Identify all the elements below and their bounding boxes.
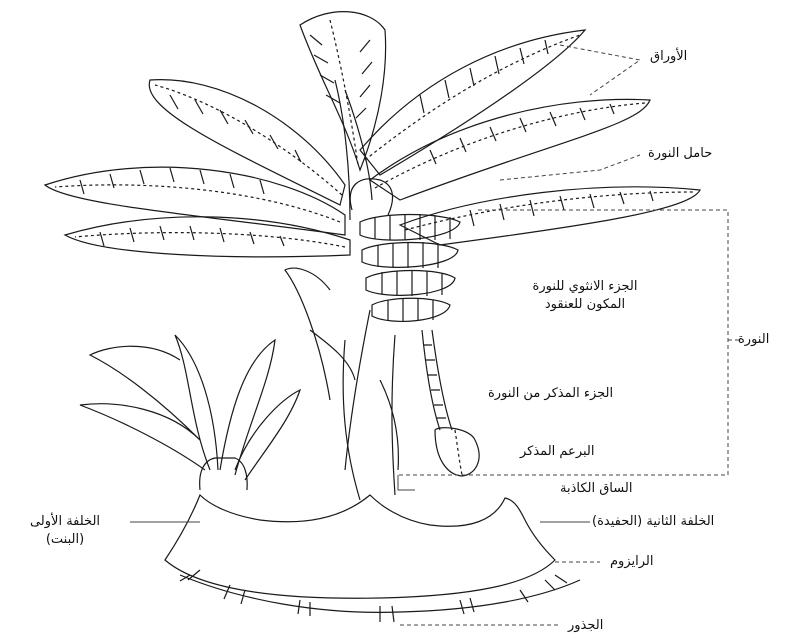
label-inflorescence: النورة <box>738 331 769 349</box>
label-first-offshoot-line2: (البنت) <box>0 531 130 549</box>
label-female-part-line2: المكون للعنقود <box>480 296 690 314</box>
label-male-part: الجزء المذكر من النورة <box>488 385 613 403</box>
leaf-left-far <box>45 167 345 235</box>
label-male-bud: البرعم المذكر <box>520 443 594 461</box>
label-pseudostem: الساق الكاذبة <box>560 480 632 498</box>
label-female-part-line1: الجزء الانثوي للنورة <box>480 278 690 296</box>
leaf-right-lower <box>400 187 700 245</box>
leaf-right-mid <box>370 99 650 200</box>
leader-lines <box>398 45 740 625</box>
label-leaves: الأوراق <box>650 48 687 66</box>
label-roots: الجذور <box>568 617 603 635</box>
label-first-offshoot-line1: الخلفة الأولى <box>0 513 130 531</box>
label-rhizome: الرايزوم <box>610 553 653 571</box>
label-female-part: الجزء الانثوي للنورة المكون للعنقود <box>480 278 690 314</box>
label-second-offshoot: الخلفة الثانية (الحفيدة) <box>592 513 714 531</box>
male-rachis <box>422 330 452 430</box>
offshoot-first-shape <box>80 335 300 490</box>
rhizome-shape <box>165 495 555 598</box>
leaf-upper-right <box>360 30 585 175</box>
label-peduncle: حامل النورة <box>648 145 712 163</box>
pseudostem-shape <box>285 268 398 500</box>
male-bud-shape <box>435 428 479 476</box>
leaf-left-lower <box>65 217 350 257</box>
label-first-offshoot: الخلفة الأولى (البنت) <box>0 513 130 549</box>
leaf-top <box>300 12 386 170</box>
roots-shape <box>180 570 580 622</box>
leaf-left-upper <box>149 80 345 205</box>
